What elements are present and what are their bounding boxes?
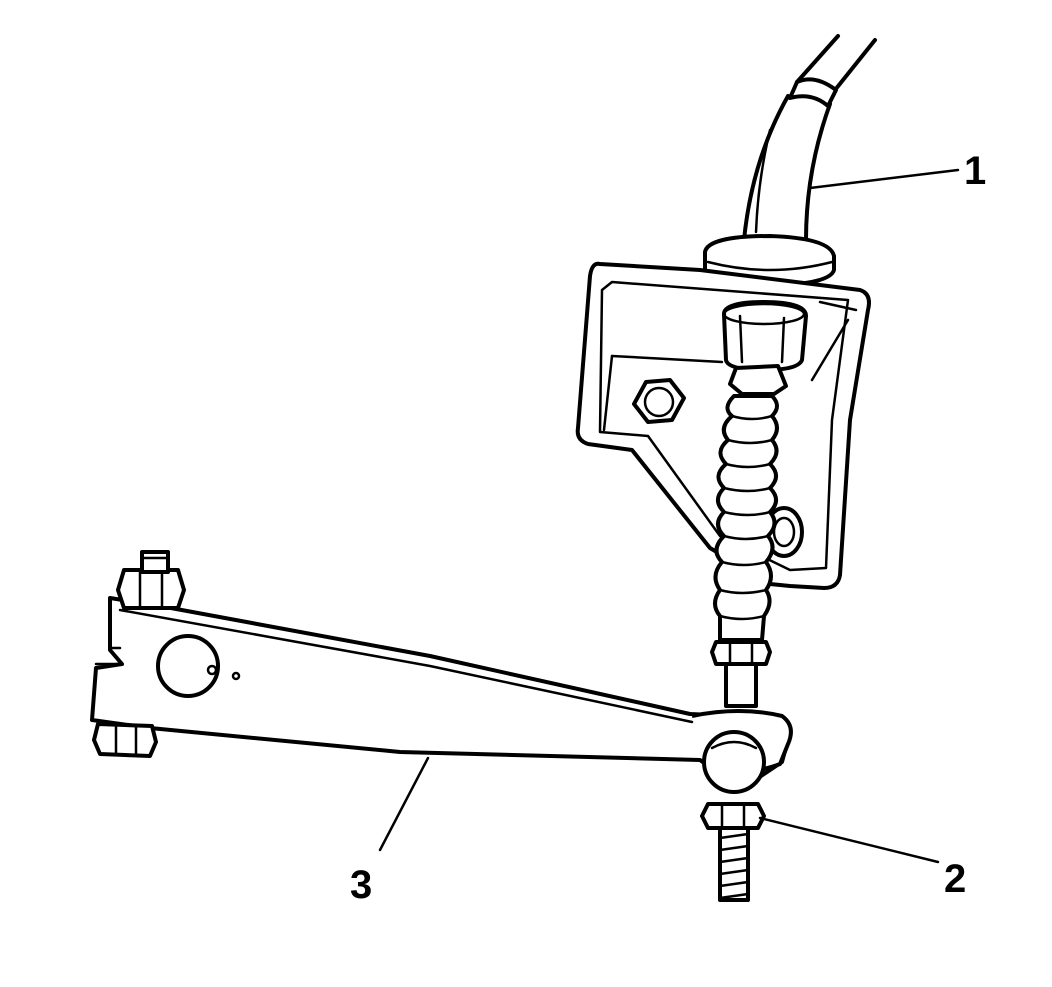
cable-boot	[713, 394, 779, 642]
leader-line-2	[758, 816, 940, 864]
cable-adjuster	[710, 640, 772, 708]
leader-line-1	[808, 168, 960, 190]
ball-stud	[700, 730, 766, 902]
shift-lever	[90, 550, 793, 792]
callout-2: 2	[944, 857, 966, 901]
leader-line-3	[378, 756, 430, 852]
callout-1: 1	[964, 149, 986, 193]
cable	[742, 34, 877, 242]
bracket-bolt-upper	[632, 378, 686, 424]
cable-end-fitting	[722, 300, 808, 396]
callout-3: 3	[350, 863, 372, 907]
